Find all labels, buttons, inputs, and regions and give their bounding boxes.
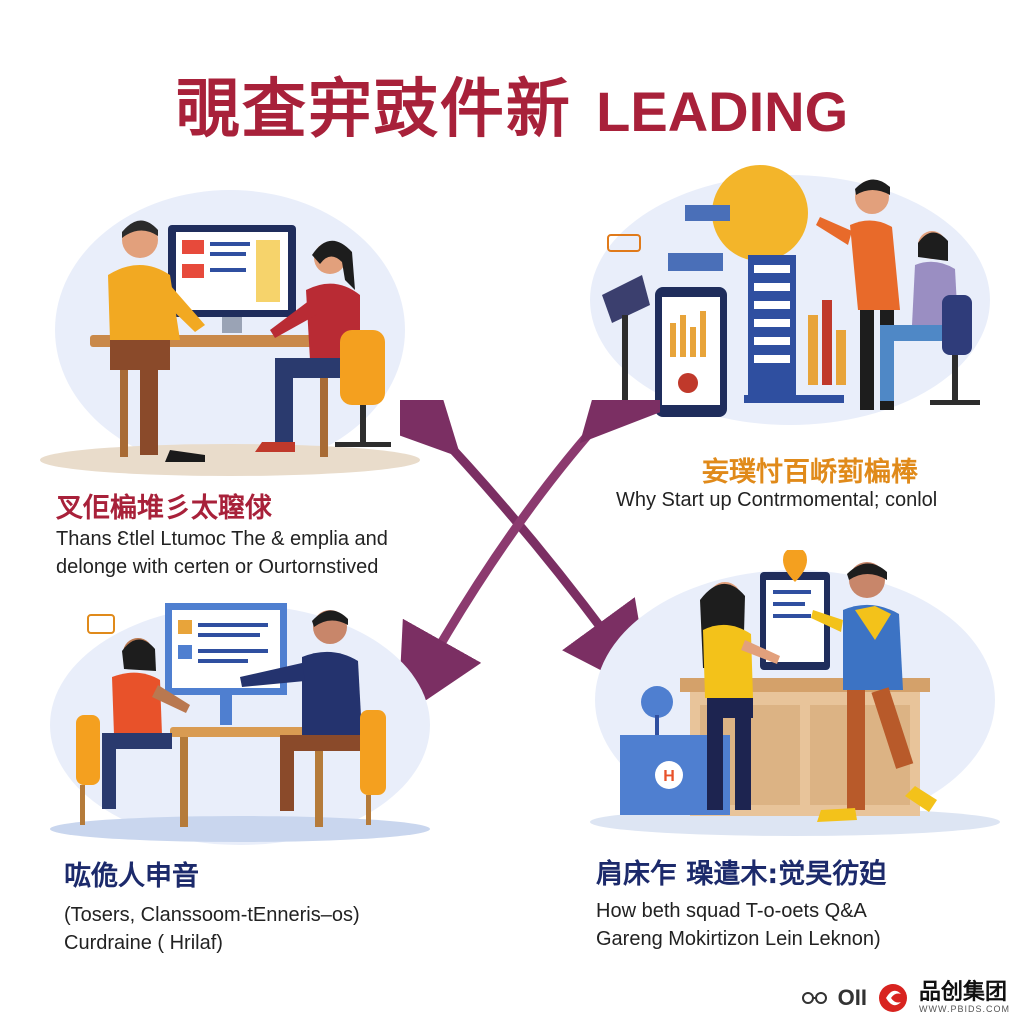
brand-url: WWW.PBIDS.COM <box>919 1004 1010 1014</box>
page-title: 覗査宑豉件新 LEADING <box>0 58 1024 150</box>
footer-watermark: OII 品创集团 WWW.PBIDS.COM <box>801 980 1010 1015</box>
footer-oii-text: OII <box>837 985 867 1010</box>
glasses-icon <box>801 992 827 1004</box>
arrow-topright-to-bottomleft <box>400 400 660 700</box>
caption-heading: 妄璞忖百峤菿楄棒 <box>702 457 918 488</box>
crossing-arrows <box>400 400 660 700</box>
caption-top-right: 妄璞忖百峤菿楄棒 <box>702 450 918 489</box>
scene-top-right <box>580 165 1000 435</box>
caption-line: Thans Ɛtlel Ltumoc The & emplia and <box>56 528 388 550</box>
team-desk-illustration <box>40 190 420 476</box>
title-latin: LEADING <box>596 80 849 143</box>
brand-name: 品创集团 <box>919 980 1008 1005</box>
caption-line: Why Start up Contrmomental; conlol <box>616 489 938 511</box>
title-cjk: 覗査宑豉件新 <box>175 73 572 147</box>
collaboration-illustration: H <box>590 550 1000 836</box>
caption-top-right-body: Why Start up Contrmomental; conlol <box>616 486 937 514</box>
caption-heading: 吰佹人申音 <box>64 861 199 892</box>
scene-top-left <box>30 180 430 480</box>
caption-bottom-right: 肩床乍 璪遣木:觉旲彷廹 How beth squad T-o-oets Q&A… <box>596 852 886 953</box>
caption-bottom-left: 吰佹人申音 (Tosers, Clanssoom-tEnneris–os) Cu… <box>64 854 360 957</box>
caption-line: Gareng Mokirtizon Lein Leknon) <box>596 928 881 950</box>
data-lab-illustration <box>590 165 990 425</box>
svg-text:H: H <box>663 768 675 785</box>
caption-line: (Tosers, Clanssoom-tEnneris–os) <box>64 904 360 926</box>
caption-heading: 叉佢楄堆彡太䏄俅 <box>56 493 272 524</box>
brand-block: 品创集团 WWW.PBIDS.COM <box>919 980 1010 1015</box>
caption-line: How beth squad T-o-oets Q&A <box>596 900 867 922</box>
caption-top-left: 叉佢楄堆彡太䏄俅 Thans Ɛtlel Ltumoc The & emplia… <box>56 486 388 581</box>
caption-line: delonge with certen or Ourtornstived <box>56 556 379 578</box>
scene-bottom-right: H <box>585 550 1005 840</box>
caption-heading: 肩床乍 璪遣木:觉旲彷廹 <box>596 859 887 890</box>
brand-logo-icon <box>879 984 907 1012</box>
classroom-illustration <box>50 603 430 845</box>
scene-bottom-left <box>40 585 440 845</box>
caption-line: Curdraine ( Hrilaf) <box>64 932 223 954</box>
